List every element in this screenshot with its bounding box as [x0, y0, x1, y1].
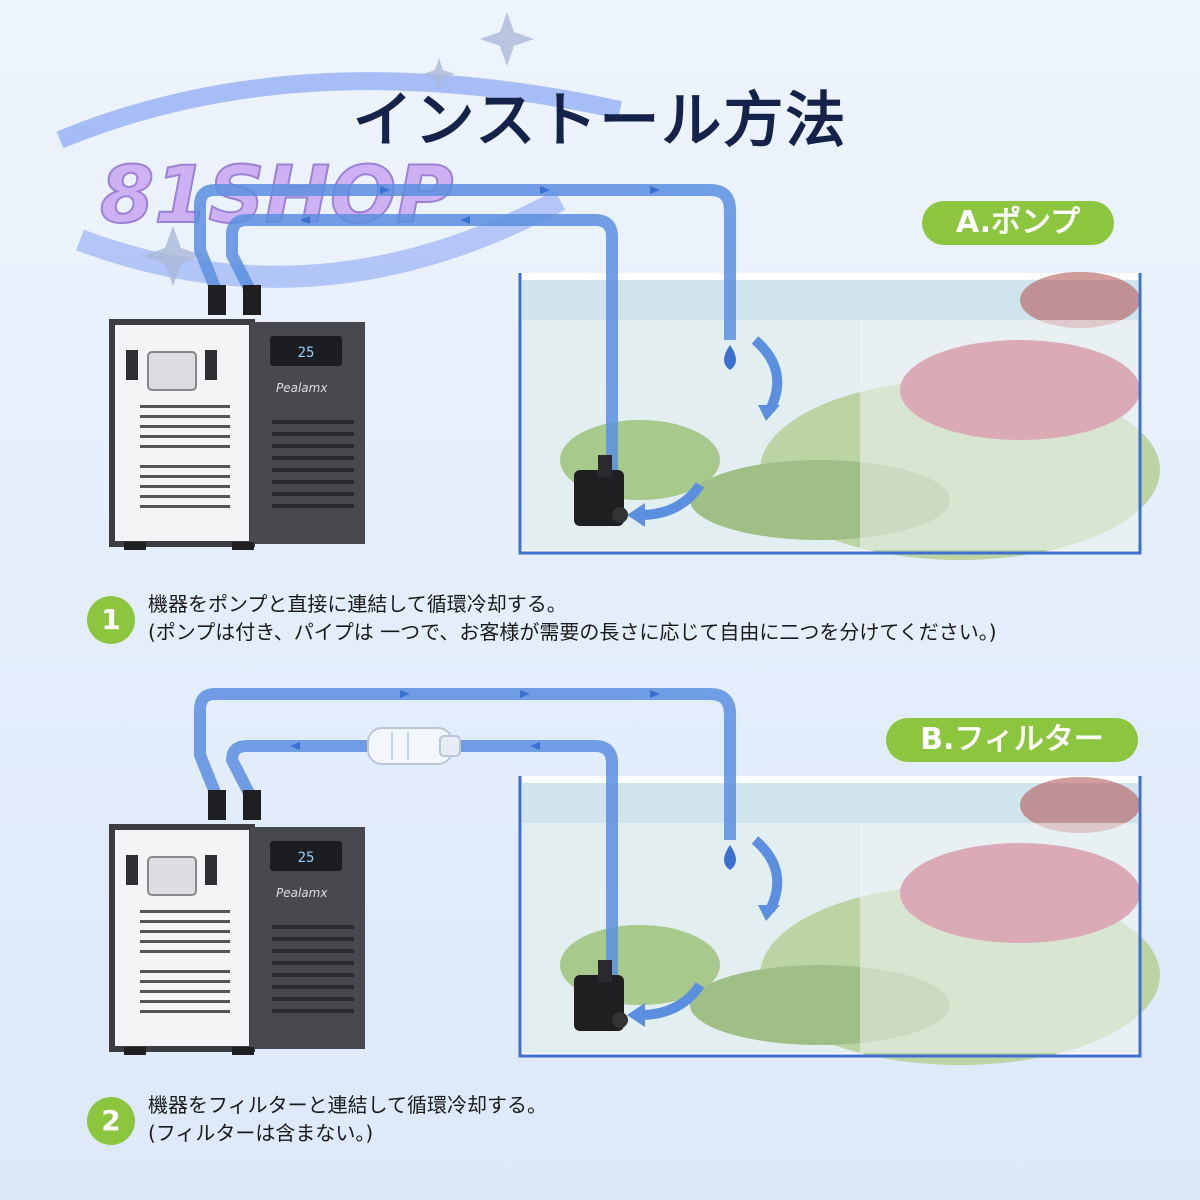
step-description-1: 機器をポンプと直接に連結して循環冷却する。 (ポンプは付き、パイプは 一つで、お… — [148, 590, 997, 646]
unit-display: 25 — [298, 345, 315, 361]
water-drop-icon — [724, 845, 736, 870]
step-1-line-2: (ポンプは付き、パイプは 一つで、お客様が需要の長さに応じて自由に二つを分けてく… — [148, 620, 997, 644]
diagram-pump: 25 Pealamx — [109, 184, 1160, 560]
water-drop-icon — [724, 345, 736, 370]
chiller-unit: 25 Pealamx — [109, 285, 365, 550]
page-title: インストール方法 — [352, 86, 848, 156]
section-label-filter: B.フィルター — [886, 718, 1138, 762]
step-2-line-2: (フィルターは含まない。) — [148, 1121, 374, 1145]
pipe-lines — [194, 184, 736, 470]
unit-brand: Pealamx — [276, 381, 328, 395]
step-1-line-1: 機器をポンプと直接に連結して循環冷却する。 — [148, 592, 567, 616]
aquarium-tank — [518, 776, 1160, 1065]
pump-icon — [574, 960, 628, 1031]
step-number-1: 1 — [87, 596, 135, 644]
flow-arrow-icon — [627, 336, 783, 527]
unit-brand: Pealamx — [276, 886, 328, 900]
step-number-2: 2 — [87, 1097, 135, 1145]
step-2-line-1: 機器をフィルターと連結して循環冷却する。 — [148, 1093, 547, 1117]
chiller-unit: 25 Pealamx — [109, 790, 365, 1055]
diagram-filter: 25 Pealamx — [109, 688, 1160, 1065]
pump-icon — [574, 455, 628, 526]
section-label-pump: A.ポンプ — [922, 201, 1114, 245]
flow-arrow-icon — [627, 836, 783, 1027]
step-description-2: 機器をフィルターと連結して循環冷却する。 (フィルターは含まない。) — [148, 1091, 547, 1147]
unit-display: 25 — [298, 850, 315, 866]
filter-canister-icon — [367, 727, 461, 765]
